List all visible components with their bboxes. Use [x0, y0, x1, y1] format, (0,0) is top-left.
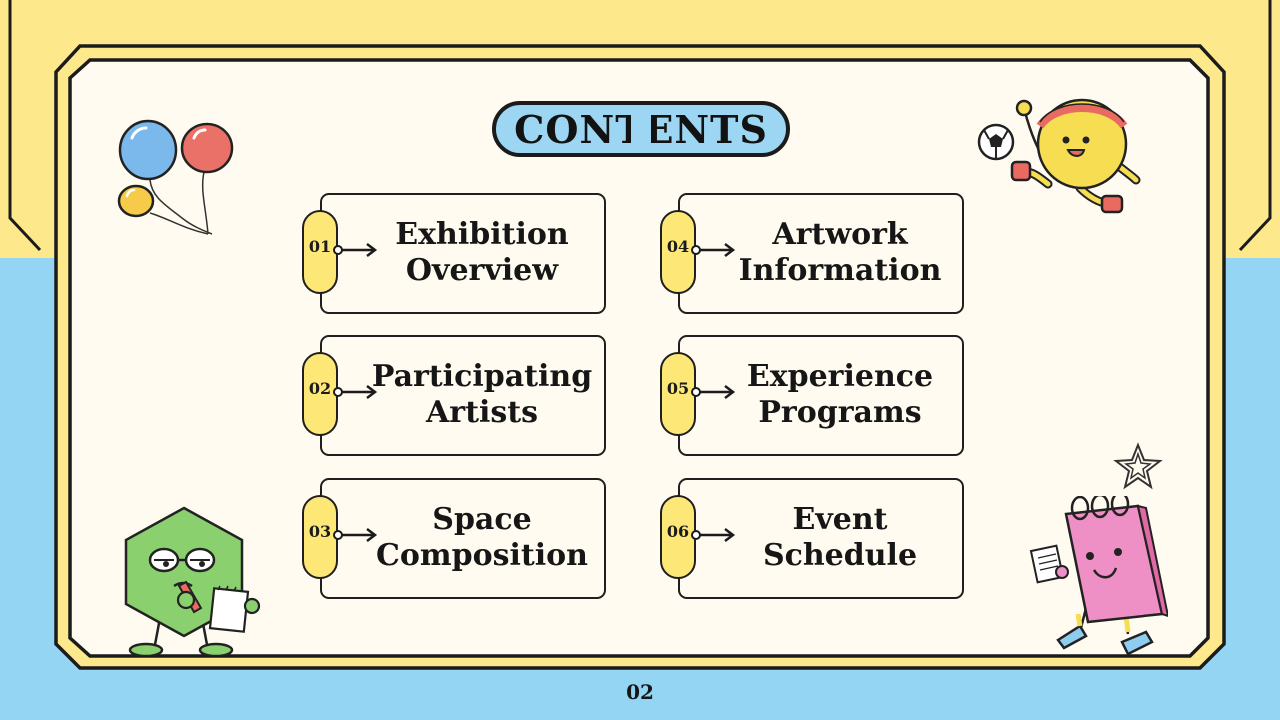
item-label-line1: Experience: [746, 359, 934, 394]
number-tab: [302, 495, 338, 579]
page-number: 02: [626, 680, 654, 704]
number-tab: [660, 352, 696, 436]
hexagon-character-icon: [124, 506, 261, 656]
notebook-character-icon: [1029, 496, 1168, 656]
arrow-icon: [691, 385, 736, 399]
item-label-line2: Overview: [405, 253, 559, 288]
item-number: 01: [308, 237, 332, 256]
toc-item-event-schedule[interactable]: 06 Event Schedule: [660, 478, 964, 599]
arrow-icon: [333, 528, 378, 542]
toc-card: [678, 335, 964, 456]
toc-item-participating-artists[interactable]: 02 Participating Artists: [302, 335, 606, 456]
item-label: Artwork Information: [720, 213, 960, 293]
item-label-line2: Programs: [758, 395, 922, 430]
item-number: 03: [308, 522, 332, 541]
toc-item-experience-programs[interactable]: 05 Experience Programs: [660, 335, 964, 456]
balloons-icon: [117, 119, 234, 235]
item-number: 06: [666, 522, 690, 541]
star-icon: [1113, 442, 1163, 490]
number-tab: [660, 495, 696, 579]
item-label: Experience Programs: [720, 355, 960, 435]
arrow-icon: [333, 243, 378, 257]
arrow-icon: [691, 528, 736, 542]
item-label-line1: Artwork: [772, 217, 908, 252]
contents-title-pill: CONTENTS: [492, 101, 790, 157]
toc-item-space-composition[interactable]: 03 Space Composition: [302, 478, 606, 599]
item-label-line2: Schedule: [762, 538, 918, 573]
toc-item-artwork-information[interactable]: 04 Artwork Information: [660, 193, 964, 314]
item-label-line1: Participating: [371, 359, 593, 394]
arrow-icon: [333, 385, 378, 399]
toc-card: [320, 478, 606, 599]
item-label-line2: Composition: [376, 538, 588, 573]
item-label-line1: Space: [432, 502, 532, 537]
toc-item-exhibition-overview[interactable]: 01 Exhibition Overview: [302, 193, 606, 314]
toc-card: [320, 193, 606, 314]
item-number: 05: [666, 379, 690, 398]
item-label: Participating Artists: [362, 355, 602, 435]
item-label-line2: Information: [738, 253, 942, 288]
item-number: 02: [308, 379, 332, 398]
item-label: Space Composition: [362, 498, 602, 578]
item-label: Exhibition Overview: [362, 213, 602, 293]
soccer-character-icon: [977, 98, 1141, 214]
item-label-line1: Exhibition: [395, 217, 569, 252]
page-title: CONTENTS: [514, 106, 768, 152]
item-label: Event Schedule: [720, 498, 960, 578]
item-number: 04: [666, 237, 690, 256]
arrow-icon: [691, 243, 736, 257]
item-label-line1: Event: [792, 502, 888, 537]
item-label-line2: Artists: [426, 395, 538, 430]
